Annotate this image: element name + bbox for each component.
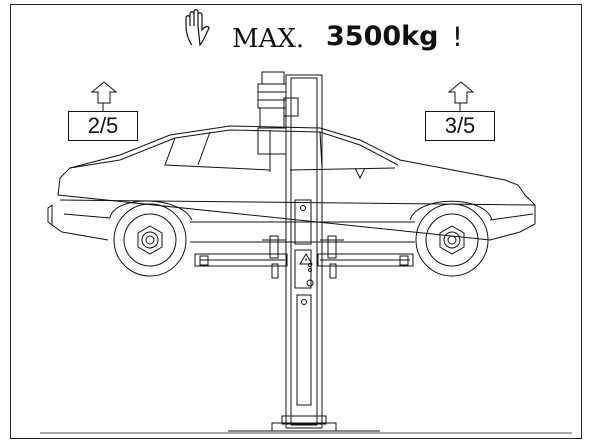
up-arrow-icon xyxy=(447,81,475,111)
max-label: MAX. xyxy=(232,24,305,54)
lift-arms xyxy=(194,235,414,279)
left-wheel xyxy=(113,203,187,277)
lift-column xyxy=(285,74,323,429)
max-capacity-value: 3500kg xyxy=(326,21,439,52)
exclamation-mark: ! xyxy=(452,22,463,53)
capacity-header: MAX. 3500kg ! xyxy=(0,12,592,54)
warning-triangle-icon xyxy=(299,253,313,265)
hand-stop-icon xyxy=(185,9,210,47)
right-wheel xyxy=(415,203,489,277)
up-arrow-icon xyxy=(90,81,118,111)
front-load-ratio-box: 2/5 xyxy=(68,111,138,141)
column-base xyxy=(40,415,572,434)
motor-unit xyxy=(257,71,299,155)
rear-load-ratio-box: 3/5 xyxy=(425,111,495,141)
